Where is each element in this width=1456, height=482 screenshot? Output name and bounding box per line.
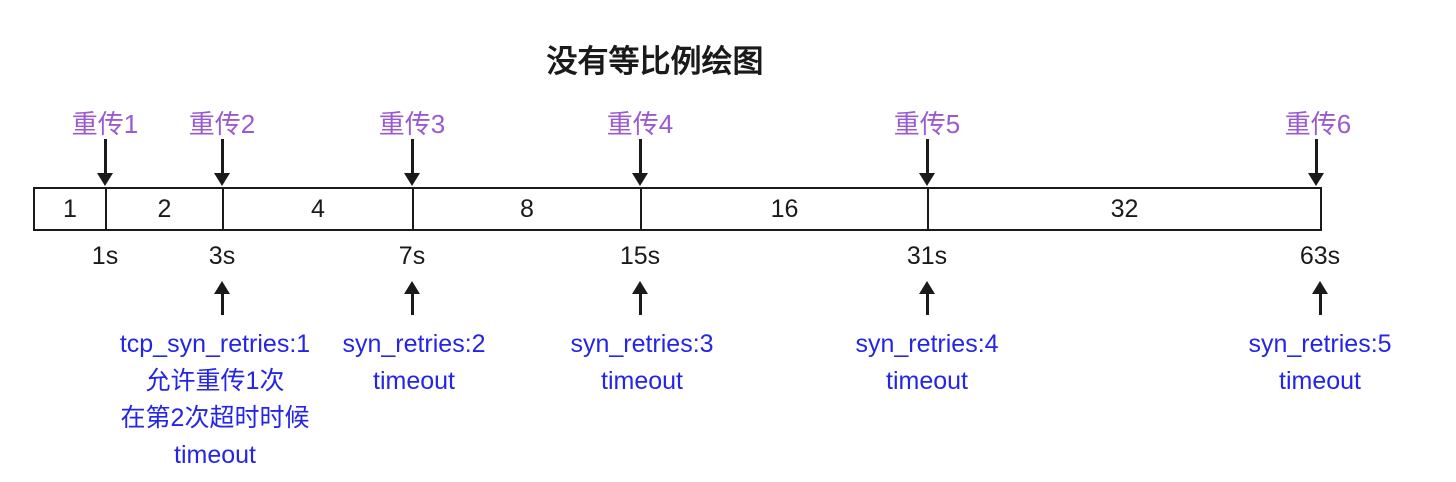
down-arrow-icon <box>1308 139 1324 186</box>
time-label-7s: 7s <box>398 242 426 270</box>
down-arrow-icon <box>214 139 230 186</box>
arrow-stem <box>1318 294 1322 315</box>
up-arrow-icon <box>919 281 935 315</box>
retrans-label-5: 重传5 <box>893 109 961 139</box>
time-label-15s: 15s <box>619 242 661 270</box>
annotation-line: timeout <box>1279 367 1361 395</box>
arrow-stem <box>410 294 414 315</box>
annotation-line: syn_retries:2 <box>342 330 486 358</box>
arrow-stem <box>638 294 642 315</box>
arrow-stem <box>925 294 929 315</box>
annotation-line: syn_retries:5 <box>1248 330 1392 358</box>
arrow-head <box>1312 281 1328 294</box>
annotation-syn-retries-5: syn_retries:5 timeout <box>1248 326 1391 400</box>
annotation-line: syn_retries:4 <box>855 330 999 358</box>
arrow-head <box>97 173 113 186</box>
up-arrow-icon <box>632 281 648 315</box>
annotation-line: timeout <box>601 367 683 395</box>
up-arrow-icon <box>214 281 230 315</box>
arrow-head <box>919 173 935 186</box>
annotation-line: timeout <box>373 367 455 395</box>
annotation-tcp-syn-retries-1: tcp_syn_retries:1 允许重传1次 在第2次超时时候 timeou… <box>120 326 310 474</box>
annotation-line: timeout <box>886 367 968 395</box>
down-arrow-icon <box>632 139 648 186</box>
bar-segment-32: 32 <box>1110 194 1139 223</box>
annotation-line: 允许重传1次 <box>145 367 285 395</box>
retrans-label-2: 重传2 <box>188 109 256 139</box>
annotation-syn-retries-3: syn_retries:3 timeout <box>570 326 713 400</box>
arrow-head <box>404 281 420 294</box>
up-arrow-icon <box>404 281 420 315</box>
arrow-stem <box>410 139 414 173</box>
arrow-stem <box>1314 139 1318 173</box>
diagram-title: 没有等比例绘图 <box>546 44 764 79</box>
arrow-head <box>1308 173 1324 186</box>
bar-segment-16: 16 <box>642 189 929 229</box>
down-arrow-icon <box>919 139 935 186</box>
annotation-syn-retries-2: syn_retries:2 timeout <box>342 326 485 400</box>
time-label-3s: 3s <box>208 242 236 270</box>
arrow-stem <box>220 294 224 315</box>
arrow-head <box>632 281 648 294</box>
annotation-line: 在第2次超时时候 <box>120 404 310 432</box>
arrow-stem <box>638 139 642 173</box>
arrow-stem <box>220 139 224 173</box>
time-label-63s: 63s <box>1299 242 1341 270</box>
up-arrow-icon <box>1312 281 1328 315</box>
annotation-line: syn_retries:3 <box>570 330 714 358</box>
down-arrow-icon <box>404 139 420 186</box>
time-label-31s: 31s <box>906 242 948 270</box>
arrow-head <box>214 173 230 186</box>
retrans-label-6: 重传6 <box>1284 109 1352 139</box>
arrow-stem <box>103 139 107 173</box>
arrow-head <box>404 173 420 186</box>
annotation-line: tcp_syn_retries:1 <box>119 330 311 358</box>
bar-segment-2: 2 <box>107 189 224 229</box>
annotation-syn-retries-4: syn_retries:4 timeout <box>855 326 998 400</box>
bar-segment-4: 4 <box>224 189 414 229</box>
down-arrow-icon <box>97 139 113 186</box>
time-label-1s: 1s <box>91 242 119 270</box>
arrow-head <box>632 173 648 186</box>
arrow-stem <box>925 139 929 173</box>
arrow-head <box>919 281 935 294</box>
annotation-line: timeout <box>174 441 256 469</box>
retrans-label-1: 重传1 <box>71 109 139 139</box>
timeline-bar: 1 2 4 8 16 32 <box>33 187 1322 231</box>
arrow-head <box>214 281 230 294</box>
bar-segment-1: 1 <box>35 189 107 229</box>
retrans-label-3: 重传3 <box>378 109 446 139</box>
bar-segment-8: 8 <box>414 189 642 229</box>
retrans-label-4: 重传4 <box>606 109 674 139</box>
